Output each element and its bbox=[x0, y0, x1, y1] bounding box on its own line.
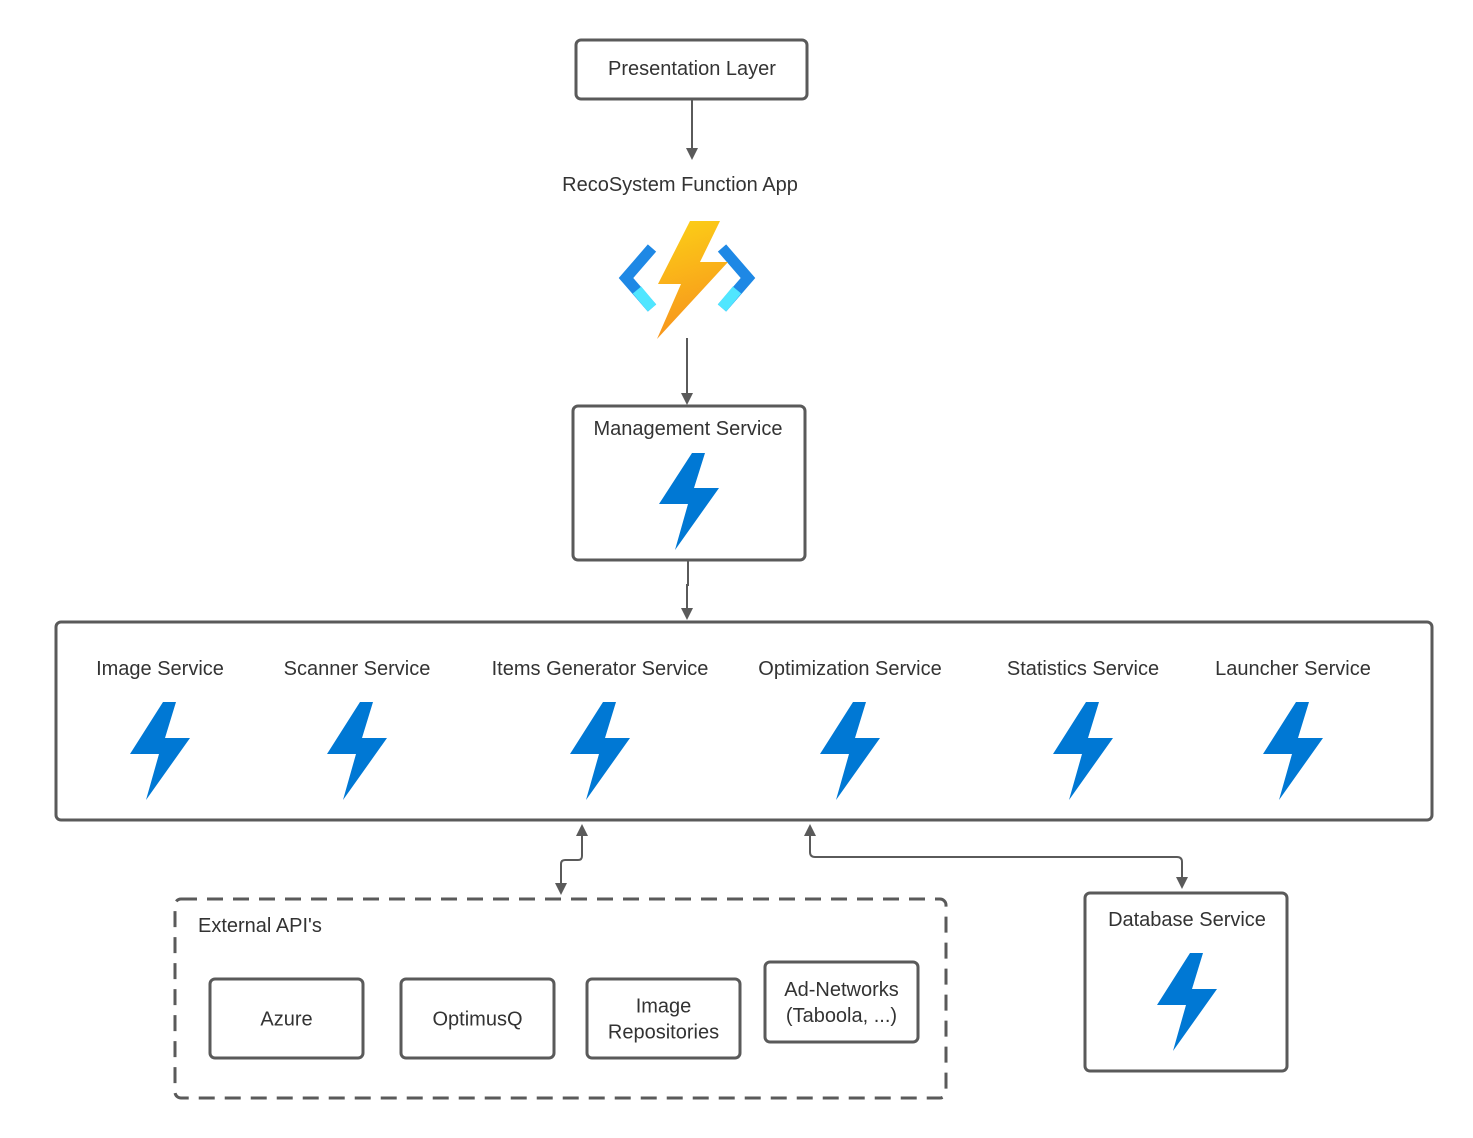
service-optimization-service[interactable]: Optimization Service bbox=[758, 658, 942, 800]
azure-functions-icon bbox=[618, 221, 756, 339]
external-api-ad-networks-taboola[interactable]: Ad-Networks (Taboola, ...) bbox=[763, 960, 920, 1044]
service-label: Statistics Service bbox=[1007, 658, 1159, 680]
services-container bbox=[54, 620, 1434, 822]
external-api-label: Repositories bbox=[608, 1022, 719, 1044]
services-group: Image Service Scanner Service Items Genera… bbox=[96, 658, 1371, 800]
presentation-layer-node[interactable]: Presentation Layer bbox=[574, 38, 809, 101]
connector-presentation-to-function-app bbox=[686, 100, 698, 160]
external-api-optimusq[interactable]: OptimusQ bbox=[399, 977, 556, 1060]
external-api-label: OptimusQ bbox=[432, 1009, 522, 1031]
external-apis-container bbox=[173, 897, 948, 1100]
service-launcher-service[interactable]: Launcher Service bbox=[1215, 658, 1371, 800]
service-label: Optimization Service bbox=[758, 658, 941, 680]
service-image-service[interactable]: Image Service bbox=[96, 658, 224, 800]
lightning-bolt-icon bbox=[130, 702, 190, 800]
function-app-node[interactable]: RecoSystem Function App bbox=[562, 174, 798, 339]
lightning-bolt-icon bbox=[1263, 702, 1323, 800]
service-label: Items Generator Service bbox=[492, 658, 709, 680]
service-items-generator-service[interactable]: Items Generator Service bbox=[492, 658, 709, 800]
external-api-label: Image bbox=[636, 996, 692, 1018]
external-api-azure[interactable]: Azure bbox=[208, 977, 365, 1060]
service-label: Scanner Service bbox=[284, 658, 431, 680]
external-apis-group: External API's bbox=[173, 897, 948, 1100]
lightning-bolt-icon bbox=[327, 702, 387, 800]
external-api-label: (Taboola, ...) bbox=[786, 1005, 897, 1027]
lightning-bolt-icon bbox=[659, 453, 719, 550]
presentation-layer-label: Presentation Layer bbox=[608, 58, 776, 80]
connector-function-app-to-management bbox=[681, 338, 693, 405]
connector-services-external-apis bbox=[555, 824, 588, 895]
external-apis-title: External API's bbox=[198, 915, 322, 937]
service-scanner-service[interactable]: Scanner Service bbox=[284, 658, 431, 800]
management-service-label: Management Service bbox=[594, 418, 783, 440]
service-label: Launcher Service bbox=[1215, 658, 1371, 680]
service-statistics-service[interactable]: Statistics Service bbox=[1007, 658, 1159, 800]
external-api-label: Ad-Networks bbox=[784, 979, 898, 1001]
function-app-label: RecoSystem Function App bbox=[562, 174, 798, 196]
database-service-label: Database Service bbox=[1108, 909, 1266, 931]
lightning-bolt-icon bbox=[570, 702, 630, 800]
connectors bbox=[555, 100, 1188, 895]
management-service-node[interactable]: Management Service bbox=[571, 404, 807, 562]
database-service-node[interactable]: Database Service bbox=[1083, 891, 1289, 1073]
lightning-bolt-icon bbox=[1053, 702, 1113, 800]
external-api-label: Azure bbox=[260, 1009, 312, 1031]
connector-management-to-services bbox=[681, 561, 693, 620]
service-label: Image Service bbox=[96, 658, 224, 680]
lightning-bolt-icon bbox=[820, 702, 880, 800]
connector-services-database bbox=[804, 824, 1188, 889]
lightning-bolt-icon bbox=[1157, 953, 1217, 1051]
